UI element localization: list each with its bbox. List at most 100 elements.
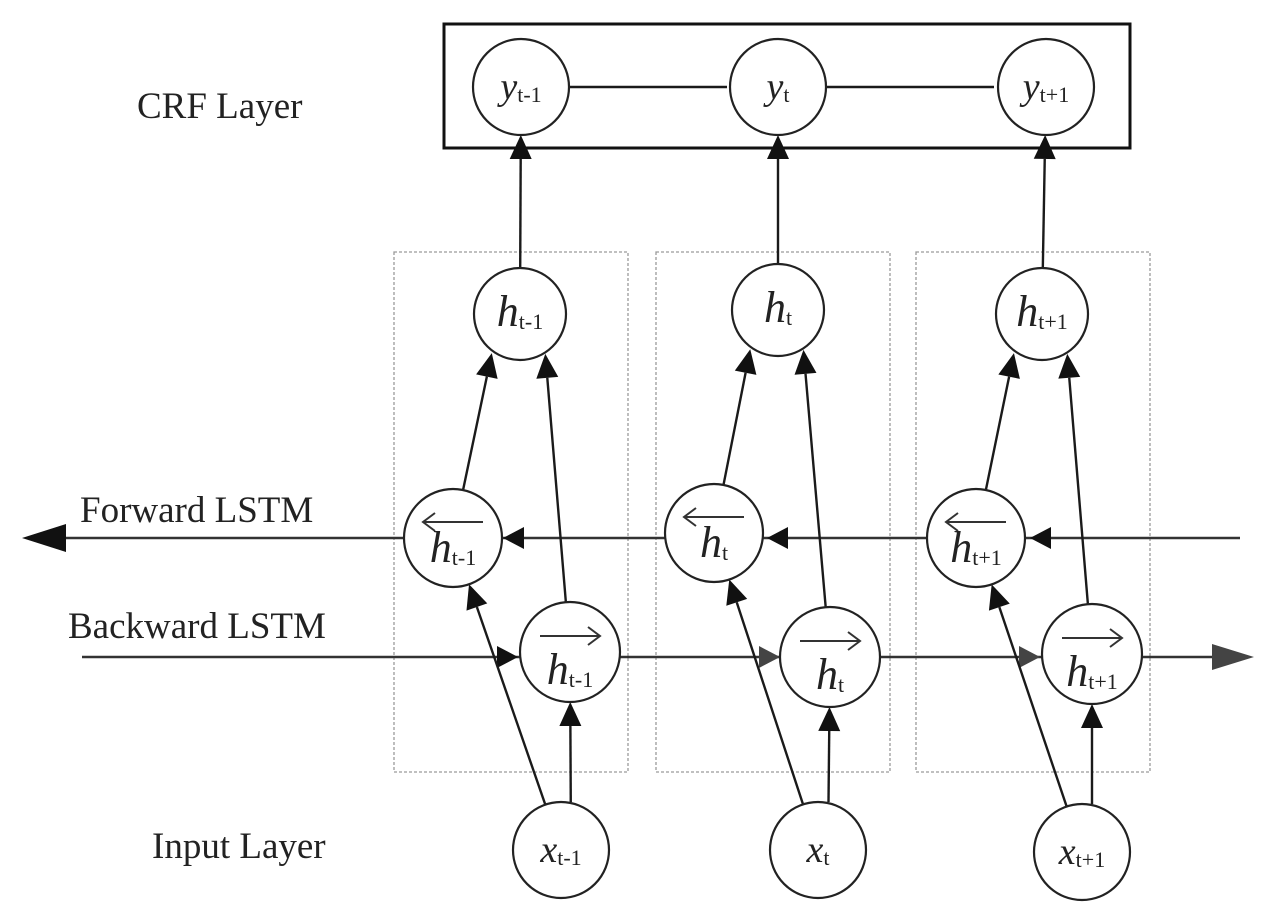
node-hf-t-plus-1: ht+1: [1040, 602, 1144, 706]
edge-hb-to-h-t-minus-1-line: [461, 376, 489, 491]
edge-x-to-hf-t-minus-1-arrowhead: [559, 701, 582, 727]
node-hb-t-plus-1-sub: t+1: [972, 545, 1002, 570]
node-y-t-plus-1-circle: [996, 37, 1096, 137]
edge-hf-to-h-t-plus-1-line: [1068, 377, 1090, 605]
node-y-t-minus-1-circle: [471, 37, 571, 137]
edge-x-to-hb-t-minus-1-arrowhead: [466, 584, 488, 611]
node-x-t-minus-1: xt-1: [511, 800, 611, 900]
forward-arrowhead-3: [1030, 527, 1051, 549]
backward-lstm-label: Backward LSTM: [68, 606, 326, 647]
node-y-t-sub: t: [783, 82, 789, 107]
edge-hb-to-h-t-line: [722, 372, 747, 486]
node-y-t-plus-1-sub: t+1: [1040, 82, 1070, 107]
node-hf-t-plus-1-main: h: [1066, 647, 1088, 696]
node-hf-t-circle: [778, 605, 882, 709]
node-hb-t-plus-1-main: h: [950, 523, 972, 572]
node-x-t-plus-1-circle: [1032, 802, 1132, 902]
node-h-t-minus-1-sub: t-1: [519, 309, 543, 334]
edge-x-to-hf-t-arrowhead: [818, 706, 841, 732]
node-x-t-circle: [768, 800, 868, 900]
node-hb-t-minus-1-circle: [402, 487, 504, 589]
backward-arrowhead-1: [497, 646, 518, 668]
edge-x-to-hb-t-line: [735, 601, 805, 805]
node-x-t-minus-1-circle: [511, 800, 611, 900]
node-hb-t-sub: t: [722, 540, 728, 565]
edge-hb-to-h-t-plus-1-arrowhead: [998, 353, 1020, 379]
node-y-t-plus-1: yt+1: [996, 37, 1096, 137]
edge-h-to-y-t-minus-1-arrowhead: [509, 134, 532, 160]
node-h-t-circle: [730, 262, 826, 358]
edge-hb-to-h-t-minus-1-arrowhead: [476, 353, 498, 379]
left-arrow-icon-head: [944, 512, 959, 532]
edge-h-to-y-t-plus-1-line: [1041, 158, 1046, 269]
node-hf-t-sub: t: [838, 672, 844, 697]
backward-arrowhead-2: [759, 646, 780, 668]
node-y-t: yt: [728, 37, 828, 137]
node-hf-t-minus-1-label: ht-1: [547, 645, 593, 694]
node-hf-t-minus-1-sub: t-1: [569, 667, 593, 692]
node-h-t-plus-1-circle: [994, 266, 1090, 362]
node-y-t-plus-1-label: yt+1: [1019, 66, 1069, 108]
node-h-t-plus-1-sub: t+1: [1038, 309, 1068, 334]
node-h-t-plus-1-label: ht+1: [1016, 287, 1068, 336]
node-h-t-plus-1: ht+1: [994, 266, 1090, 362]
node-hb-t-minus-1-sub: t-1: [452, 545, 476, 570]
edge-h-to-y-t-plus-1-arrowhead: [1033, 134, 1056, 160]
edge-hf-to-h-t-plus-1-arrowhead: [1058, 353, 1081, 379]
node-x-t-plus-1: xt+1: [1032, 802, 1132, 902]
node-hb-t-main: h: [700, 518, 722, 567]
edge-x-to-hb-t-minus-1-line: [475, 606, 547, 806]
node-hb-t-plus-1-circle: [925, 487, 1027, 589]
right-arrow-icon-head: [587, 626, 602, 646]
node-x-t-main: x: [806, 829, 824, 871]
node-h-t-minus-1-main: h: [497, 287, 519, 336]
forward-arrowhead-1: [503, 527, 524, 549]
node-x-t-minus-1-main: x: [539, 829, 557, 871]
node-hf-t-main: h: [816, 650, 838, 699]
node-y-t-main: y: [763, 66, 784, 108]
node-y-t-minus-1-sub: t-1: [517, 82, 541, 107]
node-y-t-circle: [728, 37, 828, 137]
node-hf-t-minus-1-main: h: [547, 645, 569, 694]
node-x-t-minus-1-sub: t-1: [557, 845, 581, 870]
forward-arrowhead-2: [767, 527, 788, 549]
edge-hf-to-h-t-line: [804, 373, 827, 608]
node-h-t-main: h: [764, 283, 786, 332]
node-hf-t-minus-1: ht-1: [518, 600, 622, 704]
right-arrow-icon-head: [847, 631, 862, 651]
node-y-t-minus-1: yt-1: [471, 37, 571, 137]
edge-x-to-hb-t-plus-1-arrowhead: [988, 584, 1010, 611]
forward-lstm-output-arrowhead: [22, 524, 66, 552]
node-hf-t-plus-1-circle: [1040, 602, 1144, 706]
node-hb-t: ht: [663, 482, 765, 584]
node-h-t-minus-1-label: ht-1: [497, 287, 543, 336]
node-h-t-minus-1-circle: [472, 266, 568, 362]
node-y-t-plus-1-main: y: [1019, 66, 1040, 108]
node-hb-t-plus-1-label: ht+1: [950, 523, 1002, 572]
node-hb-t-minus-1-label: ht-1: [430, 523, 476, 572]
node-h-t-minus-1: ht-1: [472, 266, 568, 362]
node-hf-t: ht: [778, 605, 882, 709]
left-arrow-icon-head: [421, 512, 436, 532]
crf-layer-box: [442, 22, 1132, 150]
edge-hf-to-h-t-minus-1-line: [546, 377, 568, 603]
node-h-t-label: ht: [764, 283, 792, 332]
node-x-t-label: xt: [806, 829, 830, 871]
edge-h-to-y-t-arrowhead: [767, 135, 789, 159]
backward-lstm-output-arrowhead: [1212, 644, 1254, 670]
timestep-group-t-minus-1: [393, 251, 629, 773]
node-x-t-plus-1-main: x: [1058, 831, 1076, 873]
node-hf-t-label: ht: [816, 650, 844, 699]
node-hb-t-minus-1: ht-1: [402, 487, 504, 589]
node-h-t-sub: t: [786, 305, 792, 330]
node-x-t-minus-1-label: xt-1: [539, 829, 581, 871]
node-x-t-plus-1-sub: t+1: [1076, 847, 1106, 872]
edge-x-to-hf-t-line: [827, 730, 831, 803]
node-y-t-minus-1-main: y: [496, 66, 517, 108]
node-hf-t-plus-1-sub: t+1: [1088, 669, 1118, 694]
right-arrow-icon-head: [1109, 628, 1124, 648]
timestep-group-t-plus-1: [915, 251, 1151, 773]
node-x-t-sub: t: [823, 845, 829, 870]
